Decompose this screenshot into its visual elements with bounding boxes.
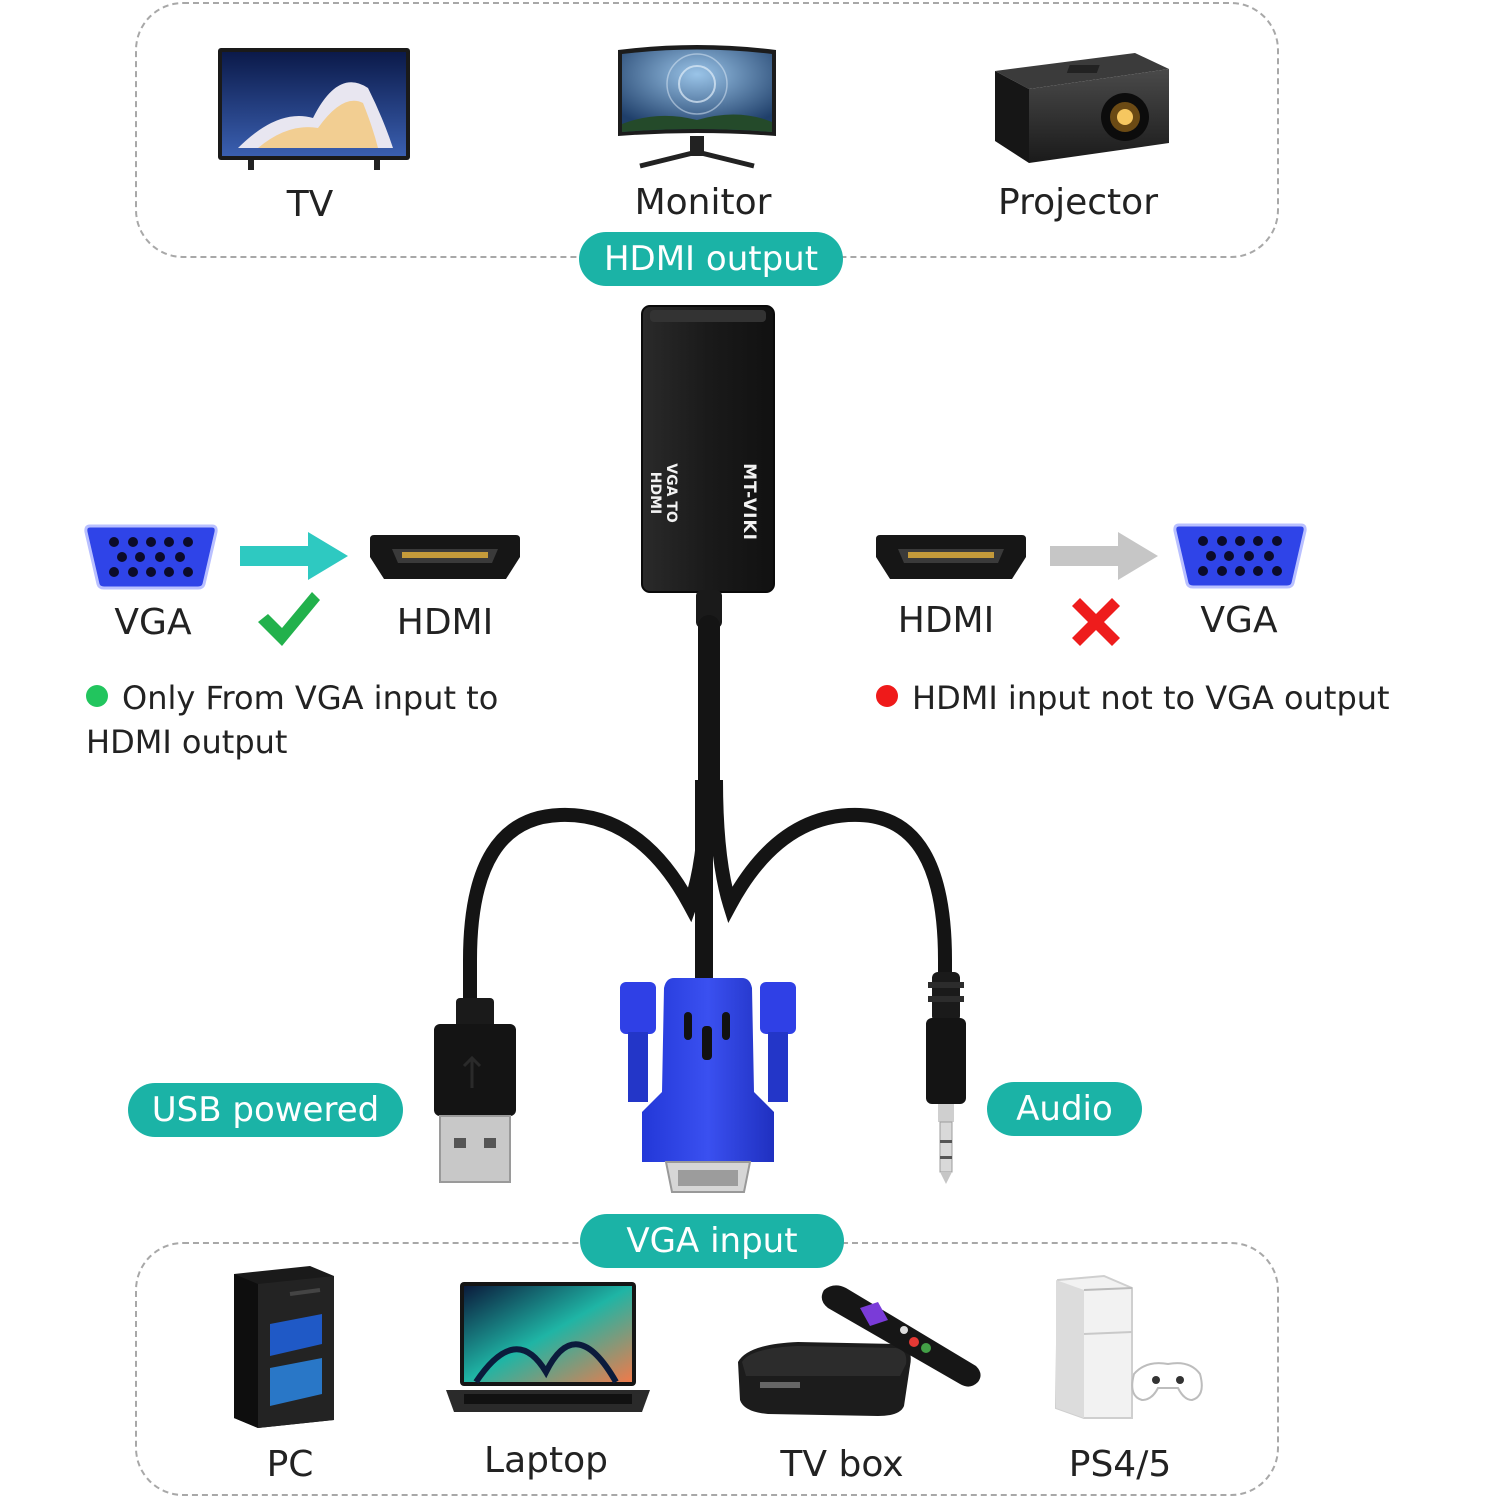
supported-to-label: HDMI bbox=[396, 602, 494, 643]
audio-jack-icon bbox=[926, 972, 966, 1184]
vga-input-badge: VGA input bbox=[580, 1214, 844, 1268]
supported-note: Only From VGA input to HDMI output bbox=[86, 676, 546, 764]
projector-icon bbox=[995, 53, 1169, 163]
hdmi-output-badge: HDMI output bbox=[579, 232, 843, 286]
arrow-right-gray-icon bbox=[1050, 532, 1158, 580]
device-label-monitor: Monitor bbox=[634, 182, 772, 223]
device-label-tv: TV bbox=[286, 184, 334, 225]
unsupported-from-label: HDMI bbox=[897, 600, 995, 641]
vga-plug-icon bbox=[620, 978, 796, 1193]
vga-port-icon-left bbox=[84, 524, 218, 590]
monitor-icon bbox=[618, 45, 776, 169]
device-label-console: PS4/5 bbox=[1068, 1444, 1172, 1485]
unsupported-to-label: VGA bbox=[1200, 600, 1278, 641]
tv-box-icon bbox=[738, 1285, 981, 1416]
device-label-tv-box: TV box bbox=[780, 1444, 904, 1485]
usb-powered-badge: USB powered bbox=[128, 1083, 403, 1137]
adapter-body bbox=[641, 305, 775, 593]
red-status-dot bbox=[876, 685, 898, 707]
usb-plug-icon bbox=[434, 998, 516, 1183]
pc-tower-icon bbox=[234, 1266, 334, 1428]
unsupported-note-text: HDMI input not to VGA output bbox=[912, 679, 1390, 717]
vga-port-icon-right bbox=[1173, 523, 1307, 589]
arrow-right-icon bbox=[240, 532, 348, 580]
tv-icon bbox=[218, 48, 410, 170]
device-label-pc: PC bbox=[266, 1444, 314, 1485]
unsupported-note: HDMI input not to VGA output bbox=[876, 676, 1436, 720]
cross-icon bbox=[1072, 598, 1120, 646]
device-label-laptop: Laptop bbox=[484, 1440, 608, 1481]
laptop-icon bbox=[446, 1282, 650, 1412]
audio-badge: Audio bbox=[987, 1082, 1142, 1136]
device-label-projector: Projector bbox=[998, 182, 1158, 223]
green-status-dot bbox=[86, 685, 108, 707]
supported-from-label: VGA bbox=[114, 602, 192, 643]
console-icon bbox=[1054, 1274, 1203, 1419]
checkmark-icon bbox=[258, 592, 320, 646]
hdmi-port-icon-right bbox=[876, 535, 1026, 579]
supported-note-text: Only From VGA input to HDMI output bbox=[86, 679, 499, 761]
hdmi-port-icon-left bbox=[370, 535, 520, 579]
